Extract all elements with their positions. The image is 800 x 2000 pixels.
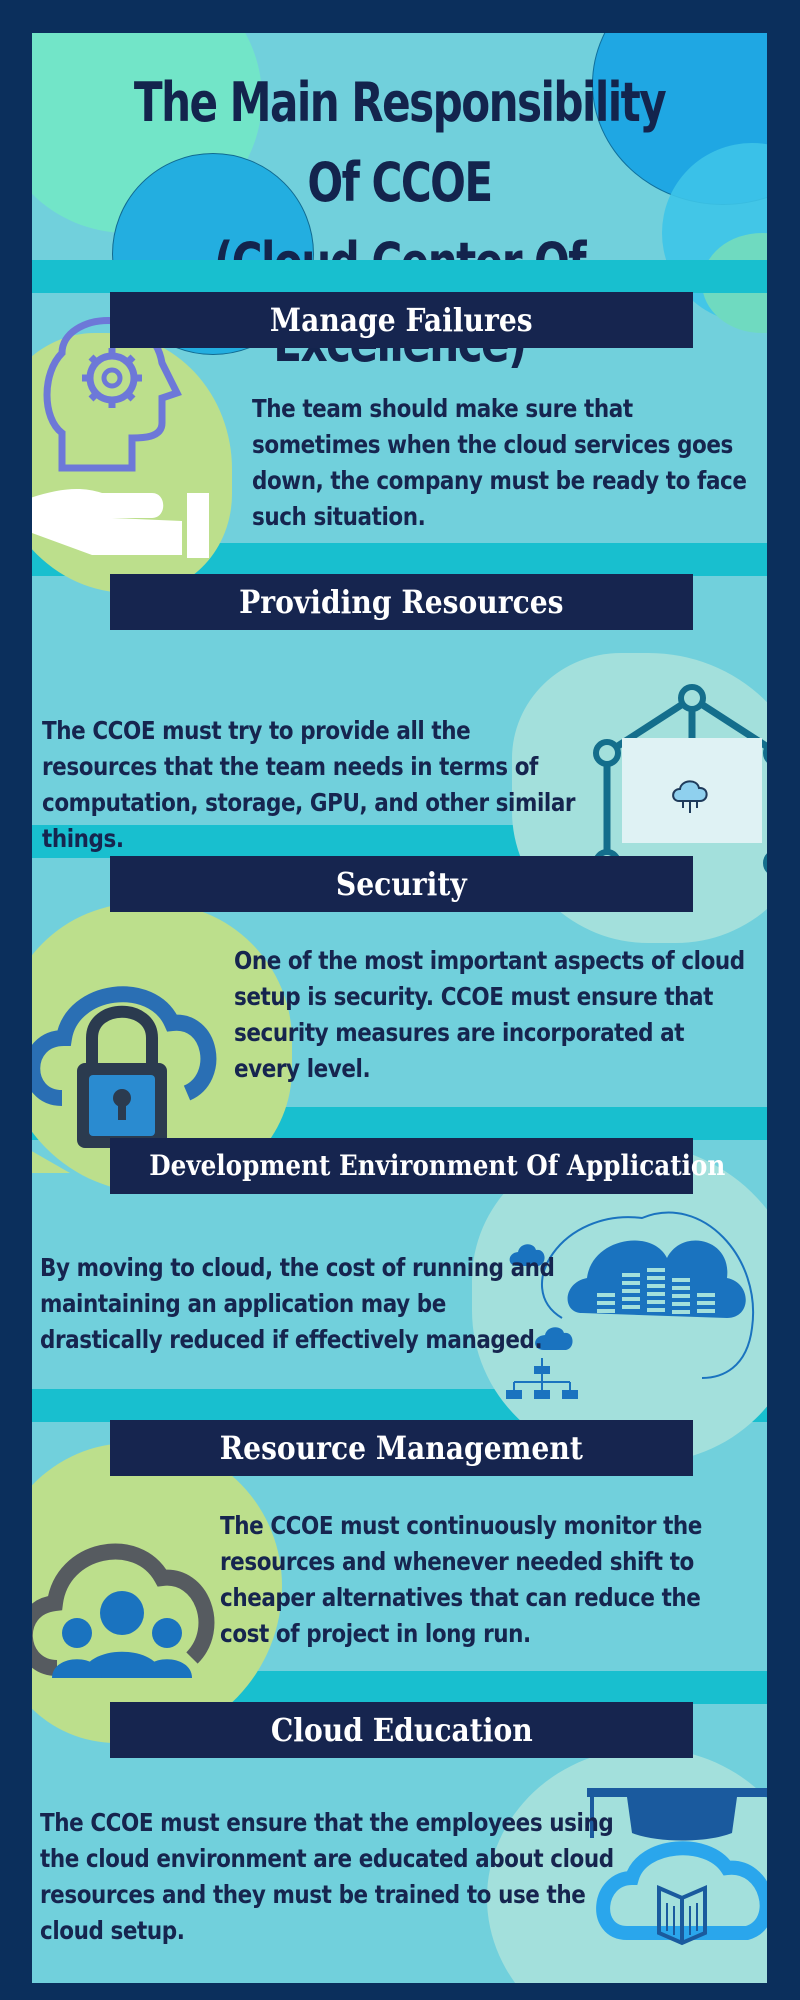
section-text-development-environment: By moving to cloud, the cost of running … bbox=[40, 1253, 555, 1354]
graduation-cloud-book-icon bbox=[587, 1788, 767, 1946]
section-stripe bbox=[32, 260, 767, 293]
cloud-server-icon bbox=[506, 1211, 755, 1399]
section-heading-development-environment: Development Environment Of Application bbox=[110, 1138, 725, 1194]
section-text-manage-failures: The team should make sure that sometimes… bbox=[252, 394, 747, 531]
cloud-lock-icon bbox=[32, 986, 217, 1148]
section-heading-security: Security bbox=[110, 856, 693, 912]
section-heading-cloud-education: Cloud Education bbox=[110, 1702, 693, 1758]
title-line-1: The Main Responsibility Of CCOE bbox=[133, 71, 667, 214]
section-text-resource-management: The CCOE must continuously monitor the r… bbox=[220, 1511, 702, 1648]
section-heading-providing-resources: Providing Resources bbox=[110, 574, 693, 630]
section-heading-manage-failures: Manage Failures bbox=[110, 292, 693, 348]
section-text-security: One of the most important aspects of clo… bbox=[234, 946, 745, 1083]
corner-triangle-decoration bbox=[32, 1133, 70, 1173]
head-gear-hand-icon bbox=[32, 317, 209, 558]
section-text-cloud-education: The CCOE must ensure that the employees … bbox=[40, 1808, 614, 1945]
section-text-providing-resources: The CCOE must try to provide all the res… bbox=[42, 716, 576, 853]
section-heading-resource-management: Resource Management bbox=[110, 1420, 693, 1476]
cloud-network-icon bbox=[593, 684, 767, 877]
lime-blob-decoration bbox=[32, 1443, 282, 1743]
cloud-users-icon bbox=[32, 1543, 215, 1678]
content-panel: The Main Responsibility Of CCOE (Cloud C… bbox=[32, 33, 767, 1983]
